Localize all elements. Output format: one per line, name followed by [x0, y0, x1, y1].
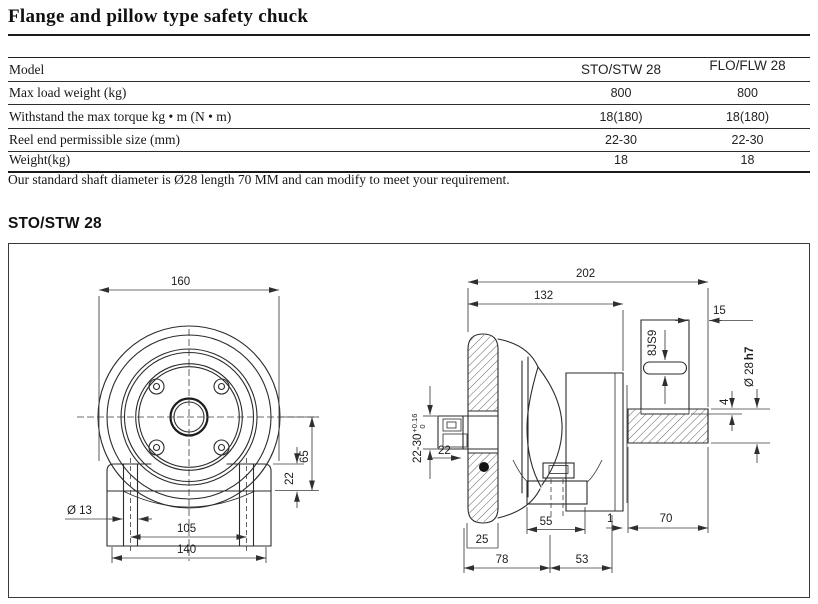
dim-width-label: 160	[171, 276, 190, 288]
section-title: STO/STW 28	[8, 215, 102, 232]
dim-gap-label: 1	[607, 513, 613, 525]
bore-range-label: 22-30+0.160	[410, 414, 427, 463]
shaft-dia-tolerance: h7	[744, 347, 756, 360]
col-header-flo-flw-28: FLO/FLW 28	[709, 57, 786, 73]
dim-body-length-label: 132	[534, 290, 553, 302]
dim-shaft-length-label: 70	[660, 513, 673, 525]
row-value: 18	[740, 153, 755, 167]
side-view-body	[437, 319, 709, 524]
table-row: Weight(kg) 18 18	[8, 152, 810, 171]
dim-key-to-end-label: 15	[713, 305, 726, 317]
front-view-dimensions: 160 65 22 Ø 13	[65, 276, 319, 563]
dim-bore-depth-label: 22	[438, 445, 451, 457]
dim-hub-width-label: 25	[476, 534, 489, 546]
row-value: 22-30	[605, 133, 637, 147]
table-row: Reel end permissible size (mm) 22-30 22-…	[8, 129, 810, 152]
dim-foot-width-label: 55	[540, 516, 553, 528]
bore-range-value: 22-30	[412, 434, 424, 463]
row-label: Withstand the max torque kg • m (N • m)	[9, 108, 232, 124]
dim-center-to-base-label: 65	[299, 450, 311, 463]
shaft-dia-label: Ø 28 h7	[744, 347, 756, 387]
front-view: 160 65 22 Ø 13	[65, 276, 319, 563]
dim-base-width-label: 140	[177, 544, 196, 556]
technical-drawing: 160 65 22 Ø 13	[8, 243, 810, 598]
dim-total-length-label: 202	[576, 268, 595, 280]
chuck-drawing-svg: 160 65 22 Ø 13	[65, 268, 770, 573]
dim-front-length-label: 78	[496, 554, 509, 566]
row-label: Weight(kg)	[9, 152, 71, 167]
dim-key-depth-label: 4	[719, 398, 731, 405]
shaft-dia-value: Ø 28	[744, 362, 756, 387]
row-value: 18(180)	[725, 109, 770, 124]
bore-tolerance-upper: +0.16	[410, 414, 419, 433]
row-value: 18	[614, 153, 628, 167]
side-view-dimensions: 202 132 15 8JS9 Ø	[410, 268, 770, 573]
side-view: 202 132 15 8JS9 Ø	[410, 268, 770, 573]
table-row: Withstand the max torque kg • m (N • m) …	[8, 105, 810, 129]
table-header-row: Model STO/STW 28 FLO/FLW 28	[8, 58, 810, 82]
dim-shoulder-label: 22	[284, 472, 296, 485]
shaft-note: Our standard shaft diameter is Ø28 lengt…	[8, 172, 510, 187]
dim-slot-spacing-label: 105	[177, 523, 196, 535]
row-label: Reel end permissible size (mm)	[9, 132, 180, 147]
dim-rear-length-label: 53	[576, 554, 589, 566]
row-value: 800	[610, 86, 632, 100]
dim-slot-dia-label: Ø 13	[67, 505, 92, 517]
keyway-size-label: 8JS9	[647, 330, 659, 356]
row-value: 18(180)	[599, 109, 643, 124]
page-title: Flange and pillow type safety chuck	[8, 6, 309, 27]
title-rule	[8, 34, 810, 36]
row-label: Max load weight (kg)	[9, 85, 127, 100]
bore-tolerance-lower: 0	[418, 424, 427, 428]
front-view-centerlines	[77, 329, 319, 561]
row-value: 800	[737, 86, 758, 100]
pivot-dot	[479, 462, 489, 472]
table-row: Max load weight (kg) 800 800	[8, 82, 810, 105]
row-value: 22-30	[731, 133, 764, 147]
spec-table: Model STO/STW 28 FLO/FLW 28 Max load wei…	[8, 57, 810, 173]
col-header-model: Model	[9, 61, 45, 77]
col-header-sto-stw-28: STO/STW 28	[580, 61, 662, 77]
